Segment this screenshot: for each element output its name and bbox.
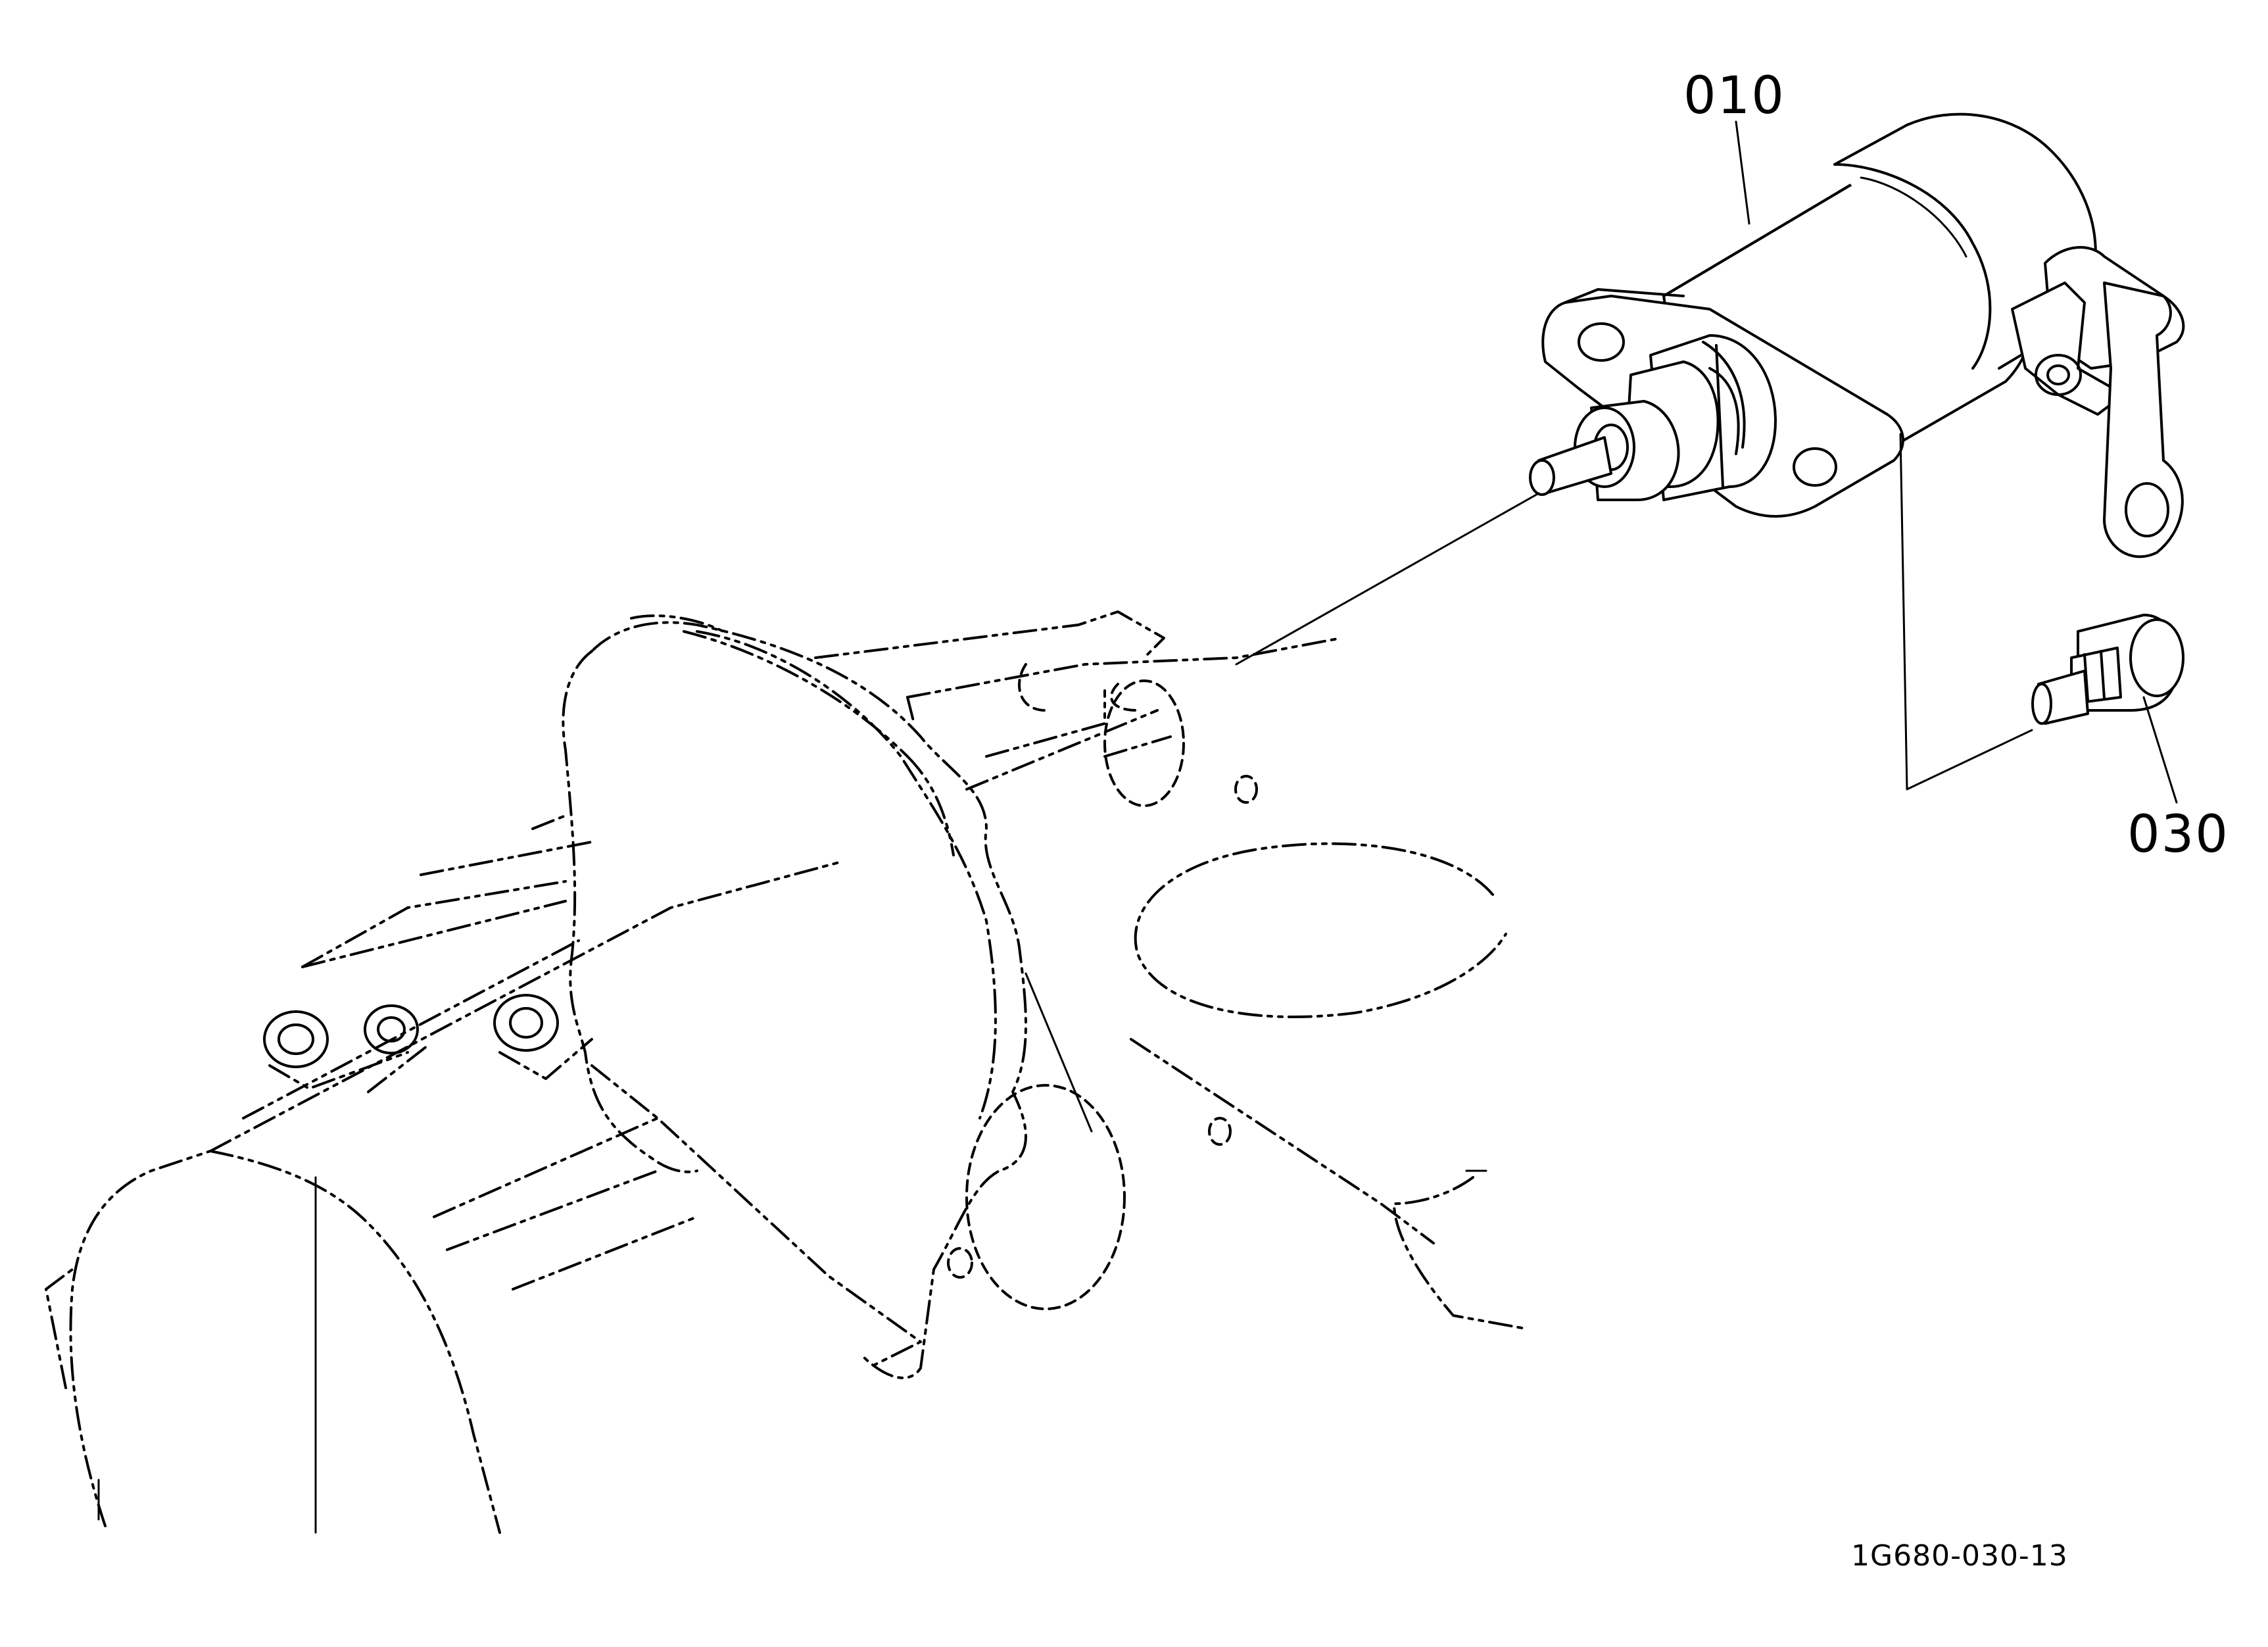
callout-010-label: 010 [1683,66,1785,126]
solenoid-leader-line [1235,492,1540,666]
callout-010-leader [1735,120,1750,225]
stop-solenoid [1529,112,2185,558]
solenoid-bolt [2031,614,2184,725]
callout-030-leader [2142,696,2178,804]
engine-block-phantom [45,610,1527,1534]
drawing-code-label: 1G680-030-13 [1851,1539,2068,1573]
callout-030-label: 030 [2127,805,2229,864]
bolt-leader-line [1899,433,2033,791]
